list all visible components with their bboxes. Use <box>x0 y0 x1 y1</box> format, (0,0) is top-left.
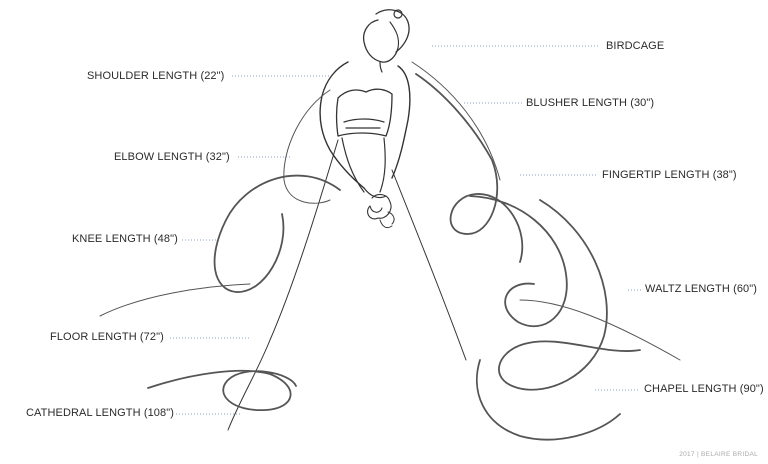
label-chapel-length: CHAPEL LENGTH (90") <box>644 383 764 395</box>
bride-skirt <box>227 139 467 431</box>
veil-strands <box>99 61 681 441</box>
label-waltz-length: WALTZ LENGTH (60") <box>645 283 758 295</box>
label-birdcage: BIRDCAGE <box>606 40 665 52</box>
label-shoulder-length: SHOULDER LENGTH (22") <box>87 70 225 82</box>
label-floor-length: FLOOR LENGTH (72") <box>50 331 164 343</box>
label-fingertip-length: FINGERTIP LENGTH (38") <box>602 169 737 181</box>
bride-head <box>362 9 410 73</box>
label-elbow-length: ELBOW LENGTH (32") <box>114 151 230 163</box>
label-cathedral-length: CATHEDRAL LENGTH (108") <box>26 407 175 419</box>
leader-lines <box>170 45 642 415</box>
credit-text: 2017 | BELAIRE BRIDAL <box>679 451 758 458</box>
label-knee-length: KNEE LENGTH (48") <box>72 233 178 245</box>
label-blusher-length: BLUSHER LENGTH (30") <box>526 97 655 109</box>
bride-body <box>319 61 411 229</box>
